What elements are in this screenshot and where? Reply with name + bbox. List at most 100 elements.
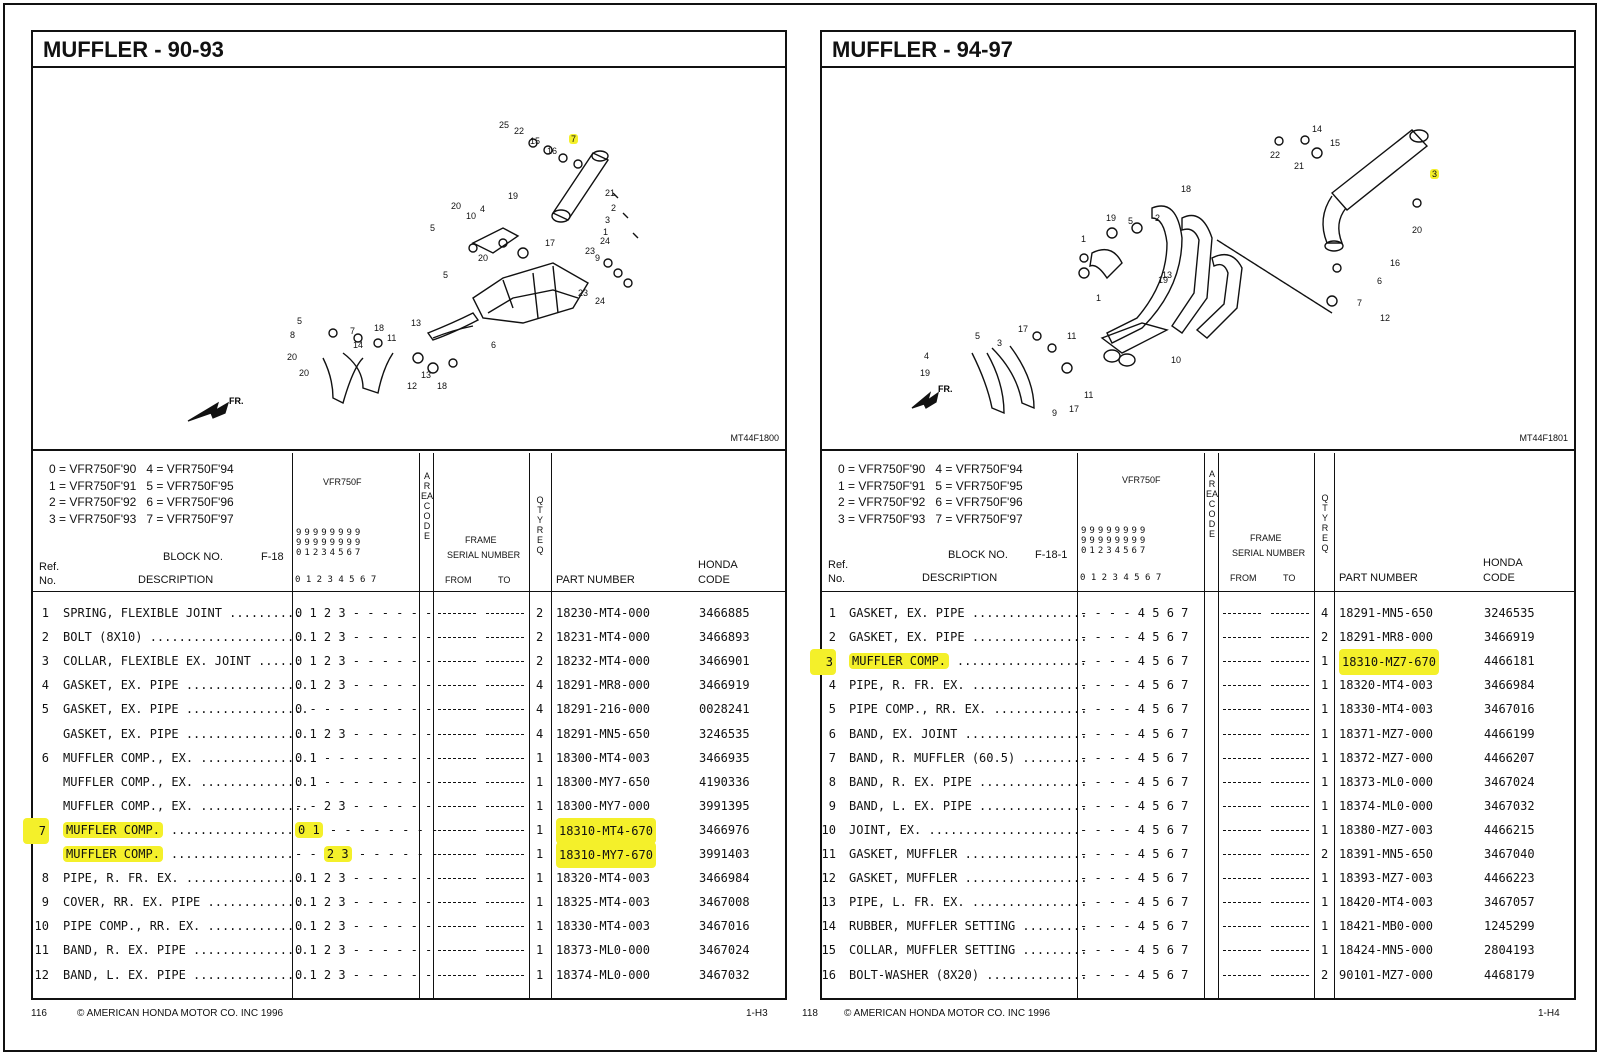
serial-to-blank	[486, 829, 524, 831]
callout-label: 6	[491, 340, 497, 350]
part-number: 18391-MN5-650	[1339, 847, 1433, 861]
honda-code: 3467024	[699, 943, 750, 958]
area-code-label: AREA CODE	[421, 471, 434, 541]
serial-to-blank	[1271, 757, 1309, 759]
serial-to-blank	[1271, 902, 1309, 904]
ref-number: 7	[23, 817, 49, 844]
legend-item: 2 = VFR750F'92	[49, 495, 137, 509]
serial-to-blank	[1271, 950, 1309, 952]
qty-required: 1	[536, 919, 544, 934]
description-text: BAND, R. EX. PIPE ...............	[849, 774, 1088, 789]
callout-label: 20	[299, 368, 310, 378]
serial-from-blank	[1223, 926, 1261, 928]
no-label: No.	[828, 573, 846, 585]
year-marks: - - - - 4 5 6 7	[1080, 895, 1189, 910]
qty-required: 1	[536, 750, 544, 765]
year-applicability: - - - - 4 5 6 7	[1080, 697, 1188, 721]
part-number: 18393-MZ7-003	[1339, 871, 1433, 886]
callout-label: 18	[1181, 184, 1192, 194]
year-applicability: 0 1 2 3 - - - - - -	[295, 963, 432, 987]
callout-label: 13	[411, 318, 422, 328]
qty-required: 1	[1321, 702, 1329, 717]
honda-code: 3466976	[699, 822, 750, 837]
qty-required: 2	[1321, 967, 1329, 982]
year-applicability: 0 1 2 3 - - - - - -	[295, 601, 432, 625]
year-marks: - - - - 4 5 6 7	[1080, 678, 1189, 693]
serial-from-blank	[438, 781, 476, 783]
year-applicability: - - - - 4 5 6 7	[1080, 818, 1188, 842]
copyright: © AMERICAN HONDA MOTOR CO. INC 1996	[77, 1008, 284, 1019]
year-marks: 0 1 - - - - - - - -	[295, 750, 433, 765]
description-text: BOLT-WASHER (8X20) ..............	[849, 967, 1088, 982]
column-divider	[1314, 453, 1315, 592]
year-row-mid: 99999999	[1081, 536, 1149, 546]
honda-code: 3467057	[1484, 895, 1535, 910]
diagram-code: MT44F1801	[1519, 433, 1568, 443]
year-marks-rest: - - - - - -	[351, 847, 439, 861]
part-description: COLLAR, FLEXIBLE EX. JOINT ......	[63, 649, 301, 673]
ref-number: 8	[41, 871, 49, 886]
description-label: DESCRIPTION	[922, 572, 998, 584]
description-text: PIPE, L. FR. EX. ................	[849, 895, 1088, 910]
honda-code: 4190336	[699, 774, 750, 789]
serial-from-blank	[1223, 637, 1261, 639]
part-description: JOINT, EX. .....................	[849, 818, 1080, 842]
block-label: BLOCK NO.	[948, 549, 1008, 561]
serial-to-blank	[1271, 805, 1309, 807]
part-number: 18300-MT4-003	[556, 750, 650, 765]
from-label: FROM	[1230, 573, 1257, 583]
honda-code: 3467032	[1484, 798, 1535, 813]
part-description: GASKET, EX. PIPE ................	[849, 601, 1087, 625]
exploded-diagram: FR. 14 15 22 21 3 20 18 19 5 2 1 13 16 6…	[822, 68, 1574, 451]
callout-label: 22	[514, 126, 525, 136]
part-number: 18371-MZ7-000	[1339, 726, 1433, 741]
year-marks: - - - - 4 5 6 7	[1080, 630, 1189, 645]
part-number-label: PART NUMBER	[556, 574, 635, 586]
qty-required: 1	[536, 967, 544, 982]
honda-code: 2804193	[1484, 943, 1535, 958]
model-label: VFR750F	[1122, 475, 1161, 485]
serial-from-blank	[438, 637, 476, 639]
year-applicability: - - - - 4 5 6 7	[1080, 794, 1188, 818]
qty-label: QTY REQ	[1321, 493, 1329, 553]
description-text: PIPE COMP., RR. EX. .............	[849, 702, 1088, 717]
legend-item: 5 = VFR750F'95	[935, 478, 1023, 493]
legend-item: 5 = VFR750F'95	[146, 478, 234, 493]
year-marks: - - - - 4 5 6 7	[1080, 822, 1189, 837]
description-text: GASKET, MUFFLER .................	[849, 847, 1088, 861]
part-number: 18300-MY7-000	[556, 798, 650, 813]
description-text: JOINT, EX. .....................	[849, 822, 1081, 837]
serial-from-blank	[1223, 733, 1261, 735]
serial-to-blank	[1271, 854, 1309, 855]
honda-code: 3466984	[1484, 678, 1535, 693]
ref-number: 7	[828, 750, 836, 765]
frame-label: FRAME	[1250, 533, 1282, 543]
serial-from-blank	[1223, 781, 1261, 783]
callout-label: 7	[1357, 298, 1363, 308]
callout-label: 1	[603, 227, 609, 237]
honda-code: 1245299	[1484, 919, 1535, 934]
to-label: TO	[498, 575, 511, 585]
year-marks: - - - - 4 5 6 7	[1080, 919, 1189, 934]
description-text: MUFFLER COMP.	[63, 846, 163, 862]
ref-number: 13	[821, 895, 836, 910]
part-description: MUFFLER COMP., EX. ...............	[63, 770, 309, 794]
part-number: 18372-MZ7-000	[1339, 750, 1433, 765]
honda-code: 3467032	[699, 967, 750, 982]
serial-to-blank	[486, 854, 524, 855]
serial-from-blank	[438, 685, 476, 687]
year-applicability: 0 1 - - - - - - - -	[295, 770, 432, 794]
ref-number: 10	[34, 919, 49, 934]
part-number: 18325-MT4-003	[556, 895, 650, 910]
part-description: GASKET, MUFFLER .................	[849, 842, 1087, 866]
ref-number: 6	[828, 726, 836, 741]
legend-item: 1 = VFR750F'91	[838, 478, 926, 493]
qty-required: 2	[1321, 847, 1329, 861]
description-text: PIPE, R. FR. EX. ................	[849, 678, 1088, 693]
honda-label: HONDA	[1483, 557, 1523, 569]
callout-label: 5	[975, 331, 981, 341]
serial-to-blank	[486, 926, 524, 928]
